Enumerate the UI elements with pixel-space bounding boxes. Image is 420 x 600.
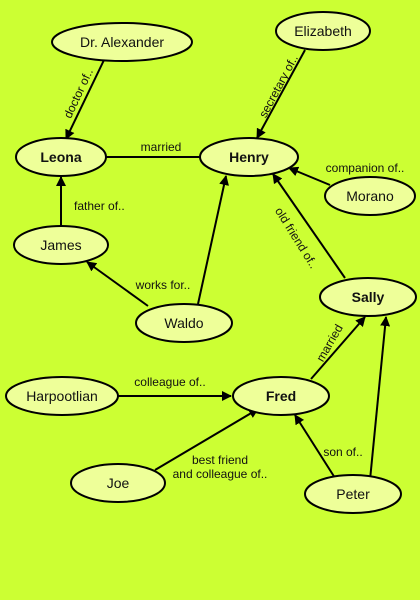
node-harpootlian-ellipse — [5, 376, 119, 416]
node-henry-ellipse — [199, 137, 299, 177]
node-dr-alexander[interactable]: Dr. Alexander — [51, 22, 193, 62]
edge-sally-to-henry — [272, 173, 346, 279]
node-leona-ellipse — [15, 137, 107, 177]
edge-label-companion-of: companion of.. — [326, 161, 405, 175]
node-elizabeth-ellipse — [275, 11, 371, 51]
edge-labels: doctor of.. secretary of.. married compa… — [61, 52, 405, 481]
edge-joe-to-fred — [154, 408, 259, 471]
edge-elizabeth-to-henry — [256, 49, 306, 139]
edge-label-best-friend-line2: and colleague of.. — [173, 467, 268, 481]
node-dr-alexander-ellipse — [51, 22, 193, 62]
node-harpootlian[interactable]: Harpootlian — [5, 376, 119, 416]
node-leona-label: Leona — [40, 149, 81, 165]
node-harpootlian-label: Harpootlian — [26, 388, 98, 404]
node-joe-ellipse — [70, 463, 166, 503]
node-waldo-label: Waldo — [164, 315, 203, 331]
edge-label-father-of: father of.. — [74, 199, 125, 213]
edge-peter-to-fred — [294, 414, 336, 479]
node-james-ellipse — [13, 225, 109, 265]
node-fred-label: Fred — [266, 388, 296, 404]
node-elizabeth-label: Elizabeth — [294, 23, 352, 39]
edge-waldo-to-henry — [197, 175, 229, 305]
node-peter[interactable]: Peter — [304, 474, 402, 514]
node-morano-ellipse — [324, 176, 416, 216]
node-morano[interactable]: Morano — [324, 176, 416, 216]
node-leona[interactable]: Leona — [15, 137, 107, 177]
node-waldo-ellipse — [135, 303, 233, 343]
node-henry-label: Henry — [229, 149, 269, 165]
node-peter-ellipse — [304, 474, 402, 514]
node-james-label: James — [40, 237, 81, 253]
node-joe[interactable]: Joe — [70, 463, 166, 503]
edges — [56, 49, 391, 481]
node-sally-ellipse — [319, 277, 417, 317]
node-henry[interactable]: Henry — [199, 137, 299, 177]
edge-label-married-leona-henry: married — [141, 140, 182, 154]
edge-label-works-for: works for.. — [135, 278, 191, 292]
node-james[interactable]: James — [13, 225, 109, 265]
edge-waldo-to-james — [86, 261, 149, 307]
edge-label-secretary-of: secretary of.. — [256, 52, 301, 120]
edge-label-colleague-of: colleague of.. — [134, 375, 205, 389]
node-sally-label: Sally — [352, 289, 385, 305]
node-elizabeth[interactable]: Elizabeth — [275, 11, 371, 51]
node-dr-alexander-label: Dr. Alexander — [80, 34, 164, 50]
edge-dr-alexander-to-leona — [65, 59, 105, 140]
edge-peter-to-sally — [369, 316, 391, 481]
node-peter-label: Peter — [336, 486, 370, 502]
node-sally[interactable]: Sally — [319, 277, 417, 317]
node-fred[interactable]: Fred — [232, 376, 330, 416]
edge-label-son-of: son of.. — [323, 445, 362, 459]
edge-fred-to-sally — [310, 316, 366, 380]
node-waldo[interactable]: Waldo — [135, 303, 233, 343]
node-morano-label: Morano — [346, 188, 394, 204]
edge-label-old-friend-of: old friend of.. — [272, 205, 321, 271]
node-joe-label: Joe — [107, 475, 130, 491]
node-fred-ellipse — [232, 376, 330, 416]
nodes: Dr. Alexander Elizabeth Leona Henry Mora… — [5, 11, 417, 514]
edge-label-best-friend-line1: best friend — [192, 453, 248, 467]
edge-morano-to-henry — [288, 166, 331, 186]
